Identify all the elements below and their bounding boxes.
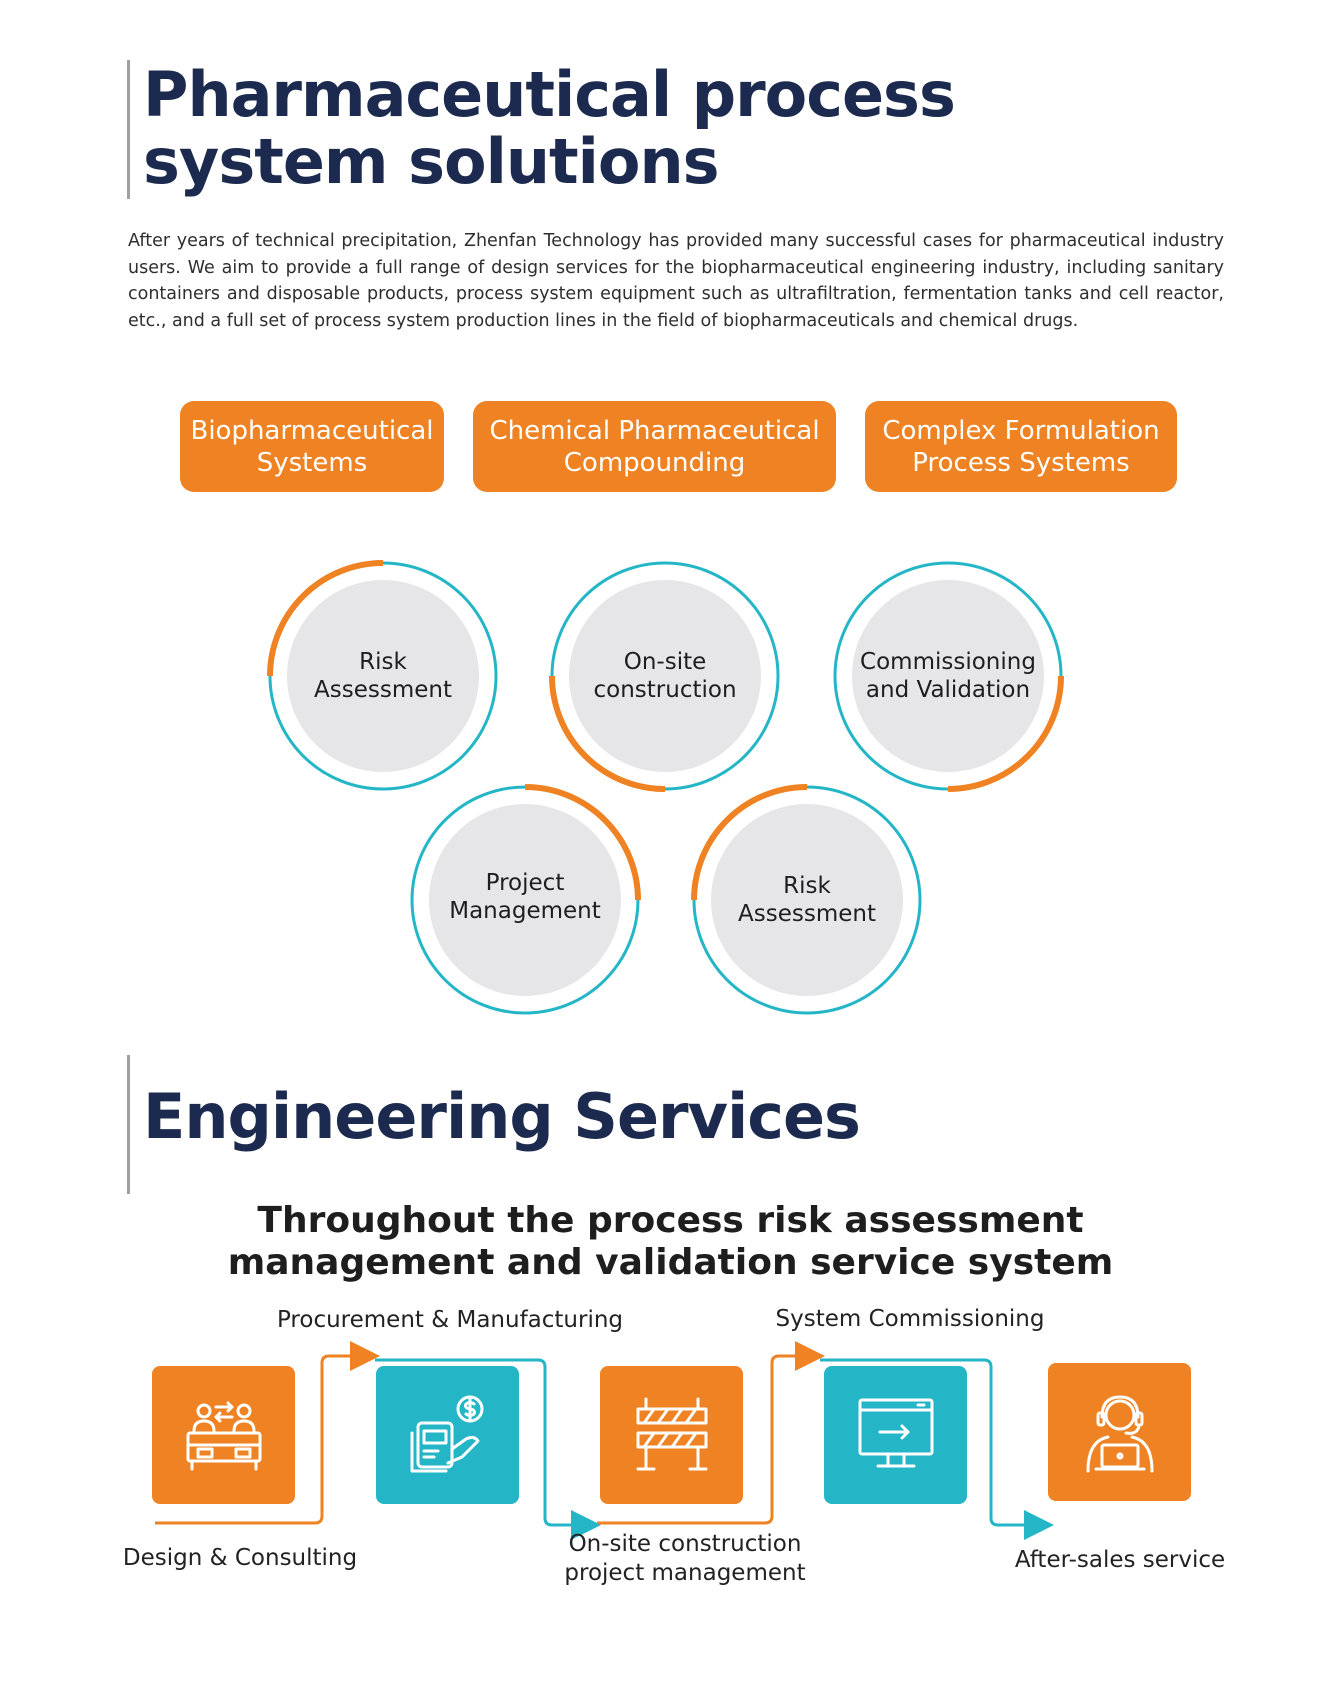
circle-project-management [410, 784, 641, 1015]
section-accent-bar [127, 1055, 130, 1194]
step-system-commissioning-box [824, 1366, 967, 1504]
monitor-commissioning-icon [858, 1398, 933, 1468]
circle-risk-assessment-2 [691, 784, 922, 1015]
service-circles-graphic [267, 560, 1064, 1015]
step-label-after-sales-service: After-sales service [1014, 1547, 1226, 1573]
step-procurement-box [376, 1366, 519, 1504]
step-label-onsite-construction: On-site construction project management [564, 1531, 806, 1586]
process-flow-connectors [155, 1341, 1054, 1540]
circle-label-project-management: Project Management [449, 870, 601, 924]
circle-label-risk-assessment-2: Risk Assessment [738, 873, 876, 927]
circle-label-on-site-construction: On-site construction [593, 649, 737, 703]
system-box-chemical-compounding: Chemical Pharmaceutical Compounding [473, 401, 836, 492]
circle-on-site-construction [549, 561, 780, 792]
step-onsite-construction-box [600, 1366, 743, 1504]
support-headset-icon [1086, 1395, 1153, 1473]
intro-paragraph: After years of technical precipitation, … [128, 231, 1224, 331]
circle-label-risk-assessment-1: Risk Assessment [314, 649, 452, 703]
page-title-line1: Pharmaceutical process [143, 58, 956, 131]
circle-commissioning-validation [833, 561, 1064, 792]
consulting-meeting-icon [186, 1401, 261, 1471]
step-after-sales-box [1048, 1363, 1191, 1501]
construction-barrier-icon [636, 1397, 707, 1471]
step-label-design-consulting: Design & Consulting [122, 1545, 358, 1571]
title-accent-bar [127, 60, 130, 199]
circle-label-commissioning-validation: Commissioning and Validation [860, 649, 1036, 703]
system-box-complex-formulation: Complex Formulation Process Systems [865, 401, 1177, 492]
circle-risk-assessment-1 [267, 560, 498, 791]
step-design-consulting-box [152, 1366, 295, 1504]
section-subtitle: Throughout the process risk assessment m… [227, 1200, 1114, 1283]
system-box-biopharmaceutical: Biopharmaceutical Systems [180, 401, 444, 492]
section-title-engineering-services: Engineering Services [143, 1080, 861, 1153]
step-label-procurement-manufacturing: Procurement & Manufacturing [276, 1307, 624, 1333]
procurement-payment-icon [410, 1395, 483, 1473]
step-label-system-commissioning: System Commissioning [775, 1306, 1045, 1332]
page-title-line2: system solutions [143, 125, 720, 198]
